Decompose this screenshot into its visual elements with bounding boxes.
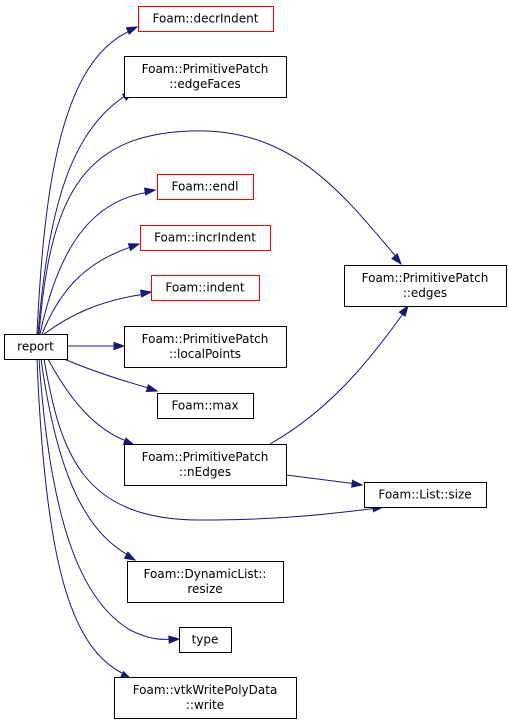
nodes-layer: report Foam::decrIndentFoam::PrimitivePat…	[4, 6, 507, 719]
edge-report-to-endl	[39, 187, 157, 335]
node-endl[interactable]: Foam::endl	[157, 174, 254, 200]
arrowhead	[123, 551, 137, 561]
node-resize[interactable]: Foam::DynamicList::resize	[127, 561, 284, 603]
edge-line	[38, 130, 399, 335]
edge-nEdges-to-edges	[269, 304, 409, 445]
edge-report-to-write	[36, 358, 133, 680]
node-indent[interactable]: Foam::indent	[151, 275, 260, 301]
node-decrIndent[interactable]: Foam::decrIndent	[138, 6, 274, 32]
node-box	[138, 6, 274, 32]
node-report[interactable]: report	[4, 334, 68, 360]
node-box	[4, 334, 68, 360]
node-label: Foam::max	[171, 399, 238, 413]
edge-line	[285, 474, 358, 485]
edge-line	[40, 358, 131, 557]
arrowhead	[391, 253, 402, 266]
node-box	[124, 56, 287, 98]
node-type[interactable]: type	[179, 627, 232, 653]
edge-report-to-max	[63, 358, 159, 393]
node-label: ::edges	[403, 286, 447, 300]
node-box	[179, 627, 232, 653]
edge-line	[37, 93, 129, 335]
edge-report-to-size	[43, 358, 385, 521]
node-edges[interactable]: Foam::PrimitivePatch::edges	[344, 265, 507, 307]
node-label: report	[17, 340, 54, 354]
node-write[interactable]: Foam::vtkWritePolyData::write	[114, 677, 297, 719]
node-box	[124, 326, 287, 368]
edge-report-to-localPoints	[67, 341, 126, 351]
node-label: Foam::endl	[172, 180, 239, 194]
arrowhead	[398, 304, 409, 318]
node-label: Foam::PrimitivePatch	[142, 450, 269, 464]
arrowhead	[145, 383, 159, 393]
node-incrIndent[interactable]: Foam::incrIndent	[140, 225, 271, 251]
edge-line	[43, 293, 147, 335]
node-label: Foam::DynamicList::	[144, 567, 267, 581]
node-label: Foam::PrimitivePatch	[362, 271, 489, 285]
node-label: ::write	[186, 698, 224, 712]
node-label: ::localPoints	[169, 347, 241, 361]
node-size[interactable]: Foam::List::size	[364, 482, 487, 508]
node-label: Foam::List::size	[378, 488, 471, 502]
arrowhead	[351, 479, 364, 488]
arrowhead	[139, 289, 153, 298]
edge-report-to-resize	[40, 358, 137, 561]
arrowhead	[125, 26, 139, 36]
edge-line	[38, 358, 175, 640]
edge-line	[36, 358, 127, 676]
node-label: type	[192, 633, 219, 647]
node-label: resize	[187, 582, 222, 596]
node-label: Foam::incrIndent	[154, 231, 256, 245]
node-label: ::nEdges	[179, 465, 231, 479]
node-localPoints[interactable]: Foam::PrimitivePatch::localPoints	[124, 326, 287, 368]
node-label: Foam::PrimitivePatch	[142, 62, 269, 76]
edge-report-to-decrIndent	[36, 26, 139, 335]
node-label: ::edgeFaces	[169, 77, 240, 91]
edge-line	[47, 358, 130, 443]
node-box	[114, 677, 297, 719]
node-label: Foam::PrimitivePatch	[142, 332, 269, 346]
node-label: Foam::vtkWritePolyData	[133, 683, 278, 697]
edge-line	[63, 358, 153, 390]
arrowhead	[127, 243, 141, 252]
edge-report-to-incrIndent	[41, 243, 141, 335]
node-box	[157, 174, 254, 200]
node-box	[127, 561, 284, 603]
node-box	[364, 482, 487, 508]
node-box	[124, 444, 287, 486]
arrowhead	[122, 437, 136, 446]
edge-line	[43, 358, 379, 521]
edge-line	[36, 29, 133, 335]
node-label: Foam::decrIndent	[153, 12, 259, 26]
node-edgeFaces[interactable]: Foam::PrimitivePatch::edgeFaces	[124, 56, 287, 98]
arrowhead	[168, 635, 181, 644]
node-max[interactable]: Foam::max	[157, 393, 254, 419]
node-box	[157, 393, 254, 419]
edge-line	[41, 245, 135, 335]
node-box	[344, 265, 507, 307]
edge-line	[39, 191, 151, 335]
edge-report-to-indent	[43, 289, 153, 335]
node-box	[140, 225, 271, 251]
edge-report-to-type	[38, 358, 181, 644]
node-label: Foam::indent	[165, 281, 244, 295]
node-box	[151, 275, 260, 301]
arrowhead	[143, 187, 157, 196]
edge-report-to-edgeFaces	[37, 91, 135, 335]
edge-report-to-edges	[38, 130, 402, 335]
node-nEdges[interactable]: Foam::PrimitivePatch::nEdges	[124, 444, 287, 486]
arrowhead	[113, 341, 126, 351]
edge-nEdges-to-size	[285, 474, 364, 488]
edge-line	[269, 310, 406, 445]
